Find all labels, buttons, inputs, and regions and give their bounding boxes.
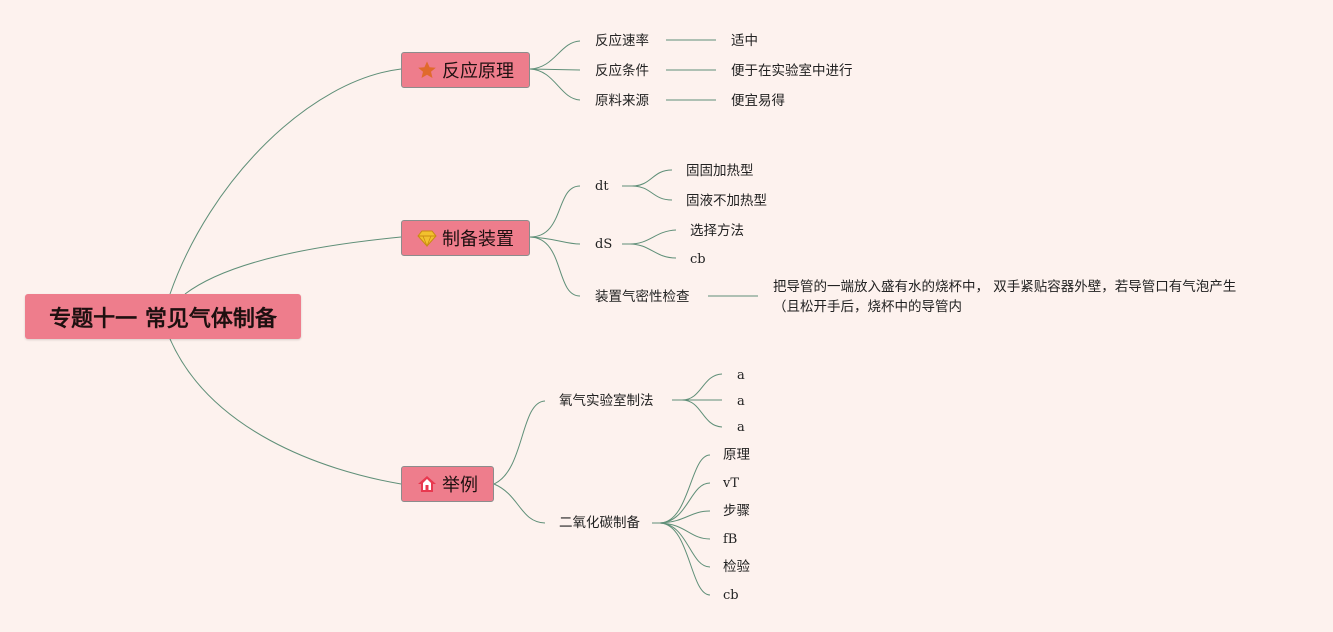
- co2-child[interactable]: 原理: [723, 447, 750, 463]
- link-apparatus-dt: [529, 185, 581, 238]
- principle-item-label[interactable]: 反应速率: [595, 33, 649, 49]
- link-co2-c6: [659, 522, 711, 596]
- apparatus-ds-child[interactable]: cb: [690, 252, 706, 267]
- principle-item-value[interactable]: 便宜易得: [731, 93, 785, 109]
- co2-child[interactable]: fB: [723, 532, 738, 547]
- topic-principle-label: 反应原理: [442, 61, 514, 82]
- topic-examples-label: 举例: [442, 475, 478, 496]
- link-principle-rate: [529, 40, 581, 70]
- link-oxygen-a1: [681, 373, 723, 401]
- link-examples-oxygen: [493, 400, 546, 485]
- link-co2-c1: [659, 454, 711, 524]
- topic-principle[interactable]: 反应原理: [401, 52, 530, 88]
- link-examples-co2: [493, 483, 546, 524]
- oxygen-child[interactable]: a: [737, 394, 745, 409]
- airtight-description-line1[interactable]: 把导管的一端放入盛有水的烧杯中， 双手紧贴容器外壁，若导管口有气泡产生: [773, 279, 1237, 295]
- link-co2-c2: [659, 482, 711, 524]
- example-co2[interactable]: 二氧化碳制备: [559, 515, 640, 531]
- topic-apparatus[interactable]: 制备装置: [401, 220, 530, 256]
- link-ds-c2: [629, 243, 677, 259]
- link-ds-c1: [629, 229, 677, 245]
- co2-child[interactable]: cb: [723, 588, 739, 603]
- principle-item-label[interactable]: 原料来源: [595, 93, 649, 109]
- link-apparatus-airtight: [529, 236, 581, 297]
- apparatus-ds[interactable]: dS: [595, 237, 613, 252]
- co2-child[interactable]: 步骤: [723, 503, 750, 519]
- link-root-examples: [169, 338, 402, 485]
- apparatus-dt-child[interactable]: 固液不加热型: [686, 193, 767, 209]
- link-co2-c3: [659, 510, 711, 524]
- topic-apparatus-label: 制备装置: [442, 229, 514, 250]
- apparatus-airtight[interactable]: 装置气密性检查: [595, 289, 690, 305]
- principle-item-value[interactable]: 便于在实验室中进行: [731, 63, 853, 79]
- co2-child[interactable]: vT: [723, 476, 740, 491]
- link-principle-src: [529, 68, 581, 101]
- link-dt-c1: [631, 169, 673, 187]
- apparatus-dt-child[interactable]: 固固加热型: [686, 163, 754, 179]
- topic-examples[interactable]: 举例: [401, 466, 494, 502]
- apparatus-dt[interactable]: dt: [595, 179, 609, 194]
- oxygen-child[interactable]: a: [737, 368, 745, 383]
- diamond-icon: [417, 228, 437, 248]
- co2-child[interactable]: 检验: [723, 559, 750, 575]
- link-principle-cond: [529, 68, 581, 71]
- house-icon: [417, 474, 437, 494]
- oxygen-child[interactable]: a: [737, 420, 745, 435]
- root-topic[interactable]: 专题十一 常见气体制备: [25, 294, 301, 339]
- link-root-principle: [169, 68, 402, 295]
- apparatus-ds-child[interactable]: 选择方法: [690, 223, 744, 239]
- principle-item-label[interactable]: 反应条件: [595, 63, 649, 79]
- airtight-description-line2[interactable]: （且松开手后，烧杯中的导管内: [773, 299, 962, 315]
- example-oxygen[interactable]: 氧气实验室制法: [559, 393, 654, 409]
- link-dt-c2: [631, 185, 673, 201]
- link-root-apparatus: [184, 236, 402, 295]
- link-oxygen-a3: [681, 399, 723, 428]
- star-icon: [417, 60, 437, 80]
- principle-item-value[interactable]: 适中: [731, 33, 758, 49]
- root-title: 专题十一 常见气体制备: [49, 306, 277, 332]
